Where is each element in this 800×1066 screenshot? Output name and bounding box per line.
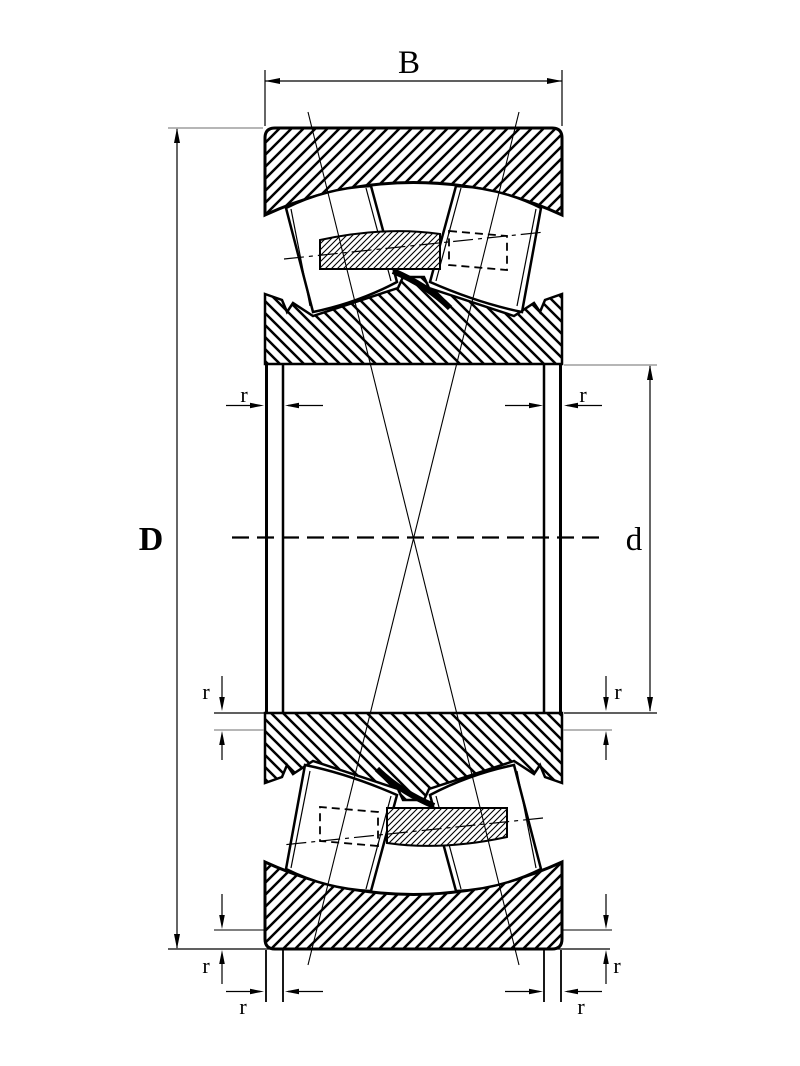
dim-label-r: r [577,994,585,1019]
arrowhead [219,950,225,964]
dim-r-bottom-left-vertical: r [202,894,225,984]
dim-label-d: d [626,522,643,558]
arrowhead [603,731,609,745]
arrowhead [174,934,180,949]
arrowhead [285,402,299,409]
dim-d: d [626,365,653,712]
dim-label-r: r [202,679,210,704]
dim-label-r: r [240,382,248,407]
arrowhead [529,988,543,995]
arrowhead [647,697,653,712]
dim-r-mid-left: r [202,676,225,760]
dim-r-bottom-right-vertical: r [603,894,621,984]
arrowhead [265,78,280,84]
arrowhead [219,697,225,711]
dim-label-r: r [579,382,587,407]
contact-angle-lines [307,111,520,966]
arrowhead [250,988,264,995]
dim-label-r: r [239,994,247,1019]
dim-r-top-right: r [505,382,602,409]
top-bearing-section [265,128,562,364]
dim-label-r: r [614,679,622,704]
dim-D: D [139,128,180,949]
arrowhead [603,950,609,964]
dim-B: B [265,45,562,84]
dim-r-top-left: r [226,382,323,409]
arrowhead [174,128,180,143]
dim-r-bottom-left-horizontal: r [226,988,323,1019]
extension-lines [168,70,657,1002]
arrowhead [219,731,225,745]
dim-label-D: D [139,521,164,558]
arrowhead [647,365,653,380]
arrowhead [250,402,264,409]
arrowhead [219,915,225,929]
dim-r-mid-right: r [603,676,622,760]
bottom-bearing-section [265,713,562,949]
arrowhead [564,402,578,409]
dim-label-B: B [398,45,420,81]
arrowhead [285,988,299,995]
arrowhead [547,78,562,84]
dim-label-r: r [613,953,621,978]
arrowhead [529,402,543,409]
dim-label-r: r [202,953,210,978]
dim-r-bottom-right-horizontal: r [505,988,602,1019]
arrowhead [603,915,609,929]
arrowhead [603,697,609,711]
arrowhead [564,988,578,995]
